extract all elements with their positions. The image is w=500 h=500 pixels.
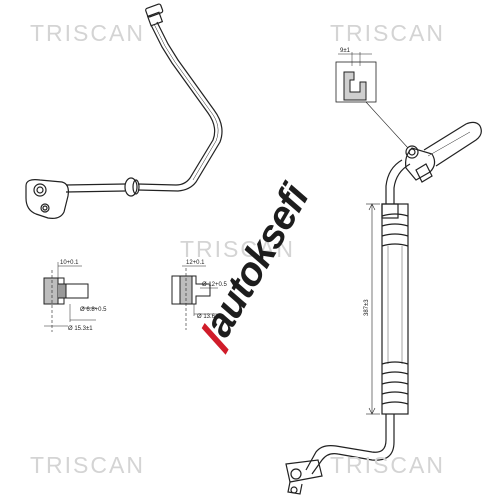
middle-fitting-dim-mid: Ø 12+0.5 xyxy=(202,282,228,288)
middle-fitting-dim-top: 12+0.1 xyxy=(186,260,205,266)
middle-fitting-section xyxy=(171,265,220,330)
detail-dim-label: 9±1 xyxy=(340,48,351,54)
watermark-bottom-left: TRISCAN xyxy=(30,452,145,478)
watermark-bottom-right: TRISCAN xyxy=(330,452,445,478)
hose-length-label: 387±3 xyxy=(364,299,370,316)
left-pipe-block-fitting xyxy=(25,179,69,219)
left-pipe-assembly xyxy=(25,3,223,219)
right-hose-assembly xyxy=(285,121,482,495)
right-hose-top-fitting xyxy=(405,121,482,183)
right-detail-view xyxy=(335,52,409,149)
right-hose-bottom-fitting xyxy=(285,459,323,495)
left-fitting-dim-top: 10+0.1 xyxy=(60,260,79,266)
left-pipe-top-fitting xyxy=(145,3,164,27)
left-fitting-dim-mid: Ø 6.8+0.5 xyxy=(80,307,107,313)
left-fitting-dim-bottom: Ø 15.3±1 xyxy=(68,326,93,332)
watermark-center: TRISCAN xyxy=(180,236,295,262)
hose-length-dimension xyxy=(366,203,380,415)
middle-fitting-dim-bottom: Ø 13.6±1 xyxy=(197,314,222,320)
left-pipe-ring xyxy=(124,177,140,197)
watermark-top-left: TRISCAN xyxy=(30,20,145,46)
hose-main-body xyxy=(381,203,409,415)
left-fitting-section xyxy=(43,262,96,332)
watermark-top-right: TRISCAN xyxy=(330,20,445,46)
